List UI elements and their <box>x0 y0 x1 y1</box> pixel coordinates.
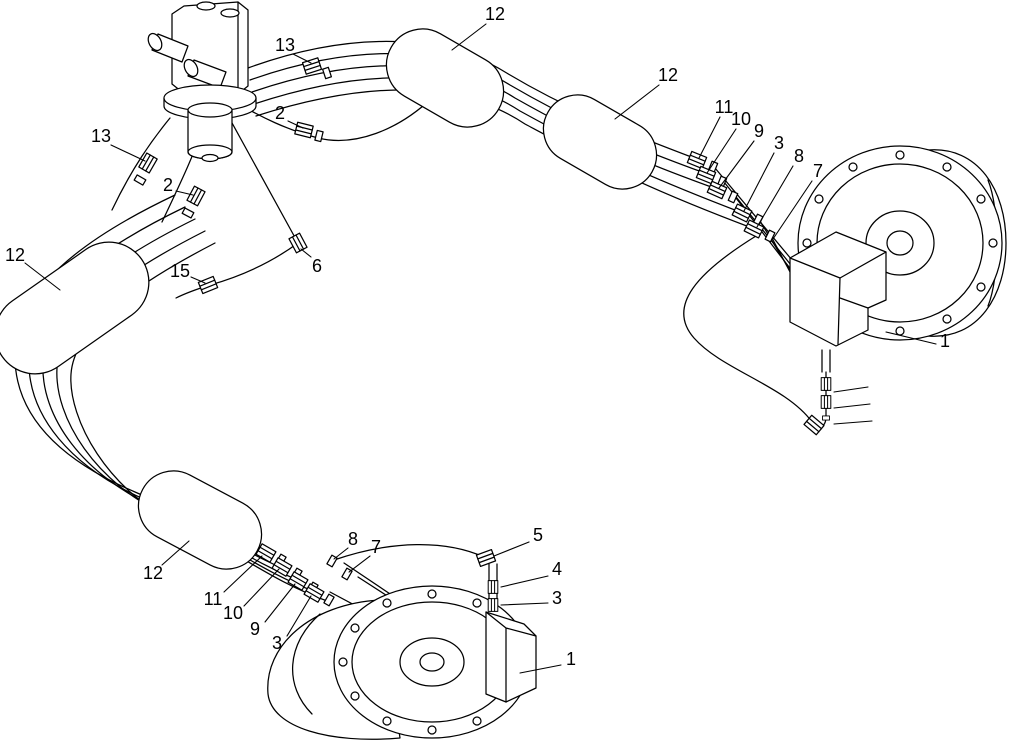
drain-elbow <box>803 414 825 436</box>
drain-fitting-upper <box>820 377 832 391</box>
callout-leader-7-14 <box>772 180 813 240</box>
callout-leader-13-1 <box>292 53 312 64</box>
fitting-15 <box>197 275 219 295</box>
callout-leader-12-5 <box>24 262 61 291</box>
callout-label-13-3: 13 <box>91 126 111 146</box>
tick-line-2 <box>833 420 873 425</box>
callout-label-7-14: 7 <box>813 161 823 181</box>
callout-label-3-22: 3 <box>272 633 282 653</box>
callout-label-2-4: 2 <box>163 175 173 195</box>
callout-leader-6-7 <box>300 248 312 258</box>
callout-label-8-13: 8 <box>794 146 804 166</box>
callout-leader-7-18 <box>348 555 371 573</box>
callout-leader-13-3 <box>110 144 146 162</box>
fitting-4 <box>487 580 499 594</box>
tick-line-1 <box>833 403 871 409</box>
callout-label-15-6: 15 <box>170 261 190 281</box>
fitting-2-top <box>294 121 314 139</box>
callout-leader-3-22 <box>286 595 312 637</box>
callout-leader-1-26 <box>519 664 562 674</box>
fitting-7-bottom <box>341 567 353 581</box>
callout-leader-2-2 <box>287 120 304 129</box>
callout-leader-8-17 <box>333 547 349 560</box>
bottom-travel-motor <box>267 585 537 740</box>
fitting-8-bottom <box>326 554 338 568</box>
callout-label-9-11: 9 <box>754 121 764 141</box>
callout-label-1-26: 1 <box>566 649 576 669</box>
callout-label-10-20: 10 <box>223 603 243 623</box>
callout-leader-4-24 <box>500 575 549 588</box>
sleeve-bottom <box>137 470 263 570</box>
callout-leader-9-21 <box>264 583 296 623</box>
sleeve-right <box>542 94 658 190</box>
callout-label-13-1: 13 <box>275 35 295 55</box>
callout-label-6-7: 6 <box>312 256 322 276</box>
fitting-2-left <box>186 185 206 207</box>
fitting-3-bottom <box>303 583 325 603</box>
callout-label-12-0: 12 <box>485 4 505 24</box>
callout-label-3-25: 3 <box>552 588 562 608</box>
callout-label-3-12: 3 <box>774 133 784 153</box>
callout-leader-3-12 <box>743 152 775 212</box>
callout-leader-10-10 <box>706 128 737 174</box>
motor-port-block <box>485 611 537 703</box>
callout-label-11-19: 11 <box>204 589 223 609</box>
callout-leader-15-6 <box>190 276 206 284</box>
fitting-5-elbow <box>475 549 497 567</box>
callout-leader-11-9 <box>698 116 721 159</box>
callout-label-10-10: 10 <box>731 109 751 129</box>
fitting-3-port <box>487 598 499 612</box>
fitting-11-right <box>686 150 708 170</box>
tick-line-0 <box>833 386 869 393</box>
callout-leader-10-20 <box>243 568 280 607</box>
callout-label-9-21: 9 <box>250 619 260 639</box>
callout-label-12-16: 12 <box>143 563 163 583</box>
tick-layer <box>24 23 937 674</box>
rotary-joint <box>147 1 257 163</box>
callout-leader-1-15 <box>885 331 937 345</box>
callout-label-8-17: 8 <box>348 529 358 549</box>
callout-leader-11-19 <box>223 555 263 593</box>
sleeve-top <box>385 28 505 128</box>
callout-leader-3-25 <box>500 602 549 606</box>
callout-leader-12-0 <box>451 23 487 51</box>
callout-leader-12-16 <box>161 540 190 566</box>
callout-label-1-15: 1 <box>940 331 950 351</box>
fitting-3-right <box>731 203 753 223</box>
sleeve-left <box>0 241 150 375</box>
callout-label-5-23: 5 <box>533 525 543 545</box>
callout-leader-12-8 <box>614 84 660 120</box>
callout-label-2-2: 2 <box>275 103 285 123</box>
callout-leader-5-23 <box>493 541 530 557</box>
callout-label-12-5: 12 <box>5 245 25 265</box>
callout-leader-9-11 <box>718 140 755 189</box>
callout-leader-8-13 <box>756 165 794 228</box>
hose-sleeves <box>0 28 658 570</box>
callout-label-4-24: 4 <box>552 559 562 579</box>
pilot-hose-bottom <box>333 543 485 561</box>
callout-label-11-9: 11 <box>715 97 734 117</box>
fitting-6 <box>288 232 308 254</box>
callout-label-7-18: 7 <box>371 537 381 557</box>
drain-fitting-lower <box>820 395 832 409</box>
callout-label-12-8: 12 <box>658 65 678 85</box>
callout-leader-2-4 <box>175 190 194 196</box>
motor-valve-block <box>789 231 887 347</box>
right-travel-motor <box>789 145 1007 347</box>
